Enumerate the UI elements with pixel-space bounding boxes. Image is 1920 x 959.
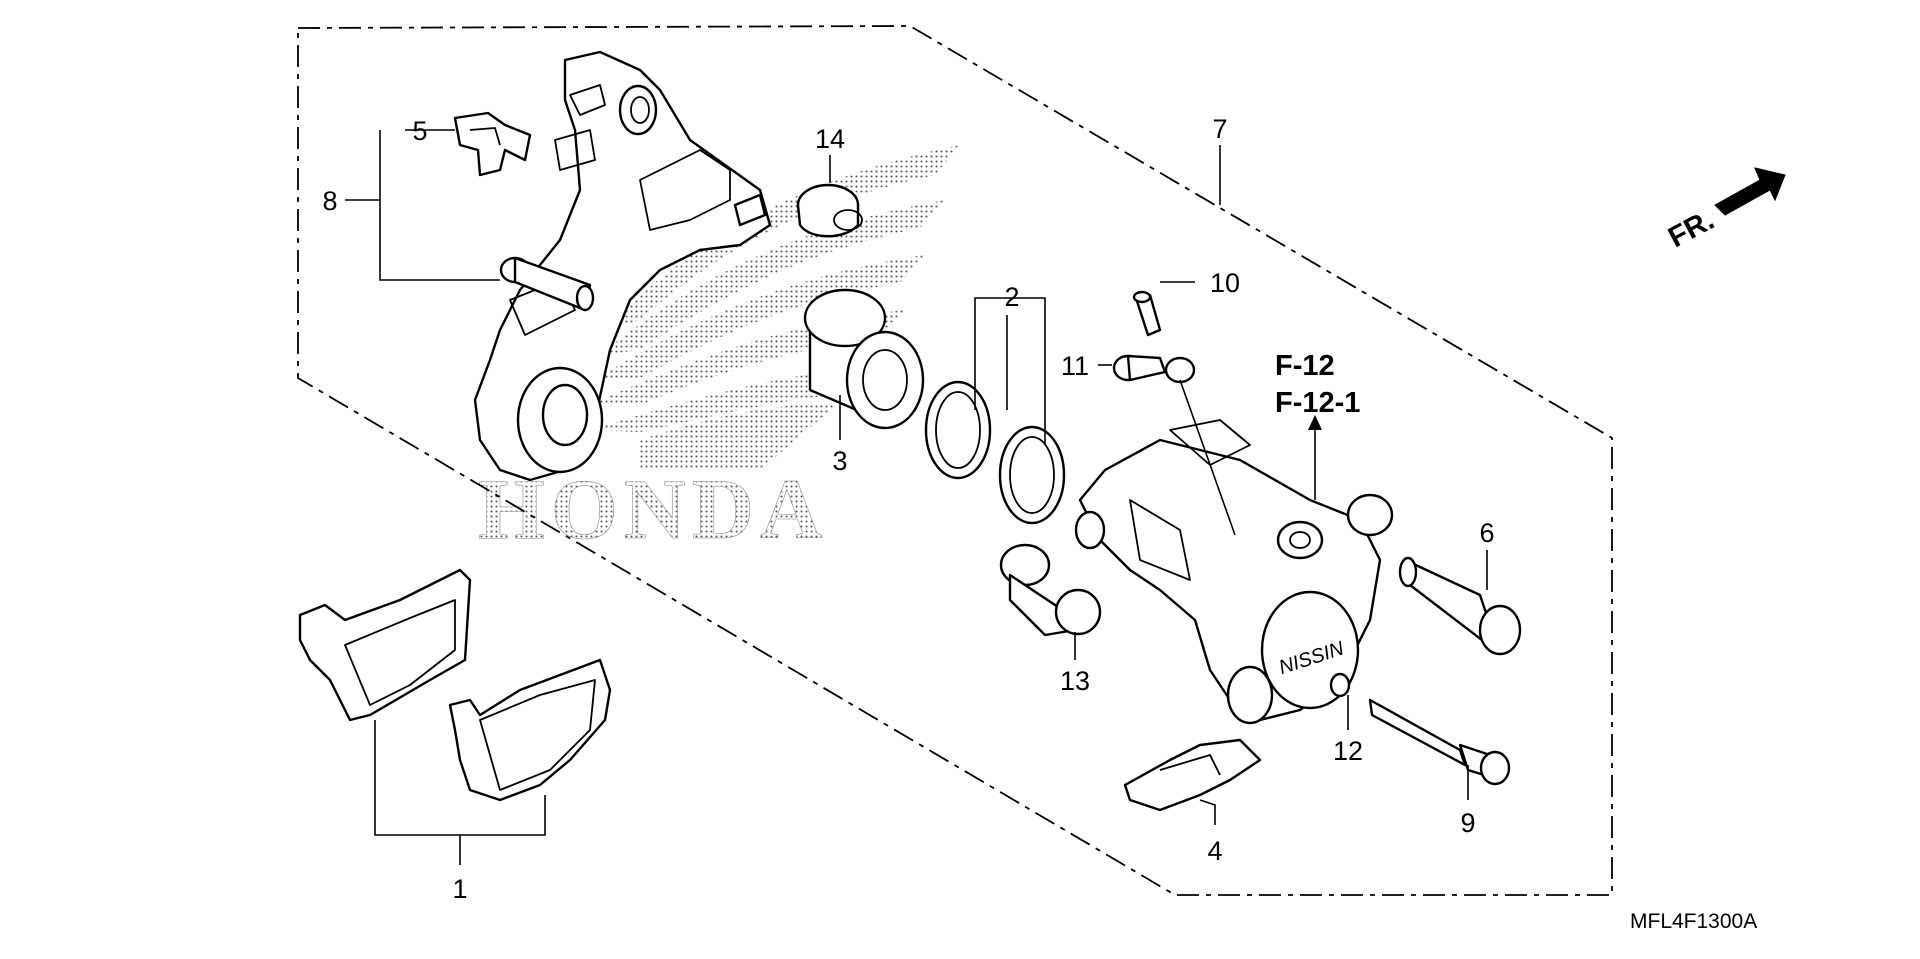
- bleeder-cap: [796, 183, 863, 238]
- diagram-code: MFL4F1300A: [1630, 910, 1757, 933]
- caliper-bracket: [473, 50, 772, 482]
- callout-8: 8: [322, 186, 337, 216]
- brake-pad-left: [298, 568, 472, 722]
- callout-13: 13: [1060, 666, 1090, 696]
- pin-boot: [999, 543, 1102, 637]
- reference-f-12: F-12: [1275, 350, 1335, 382]
- callout-2: 2: [1004, 282, 1019, 312]
- washer: [1329, 672, 1351, 698]
- callout-10: 10: [1210, 268, 1240, 298]
- piston: [803, 288, 925, 430]
- pad-pin: [1368, 698, 1511, 786]
- assembly-group-border: [297, 25, 1613, 896]
- front-direction-indicator: FR.: [1663, 167, 1786, 254]
- leader-lines: [345, 129, 1488, 865]
- front-direction-label: FR.: [1663, 204, 1719, 254]
- brake-pad-right: [448, 658, 612, 802]
- callout-6: 6: [1479, 518, 1494, 548]
- reference-f-12-1: F-12-1: [1275, 387, 1360, 419]
- callout-5: 5: [412, 116, 427, 146]
- front-direction-arrow-icon: [1714, 167, 1786, 216]
- callout-3: 3: [832, 446, 847, 476]
- banjo-bolt: [1112, 354, 1196, 384]
- callout-labels: 1 2 3 4 5 6 7 8 9 10 11 12 13 14: [322, 114, 1494, 904]
- callout-11: 11: [1061, 351, 1089, 381]
- callout-9: 9: [1460, 808, 1475, 838]
- pad-spring-lower: [1123, 738, 1262, 812]
- pad-spring-upper: [453, 111, 532, 177]
- bracket-pin: [499, 256, 595, 312]
- slide-pin-upper: [1398, 556, 1522, 656]
- callout-14: 14: [815, 124, 845, 154]
- callout-4: 4: [1207, 836, 1222, 866]
- callout-1: 1: [452, 874, 467, 904]
- caliper-body: NISSIN: [1074, 419, 1394, 725]
- bleeder-screw: [1132, 290, 1162, 337]
- callout-12: 12: [1333, 736, 1363, 766]
- piston-seal-set: [924, 380, 1066, 525]
- callout-7: 7: [1212, 114, 1227, 144]
